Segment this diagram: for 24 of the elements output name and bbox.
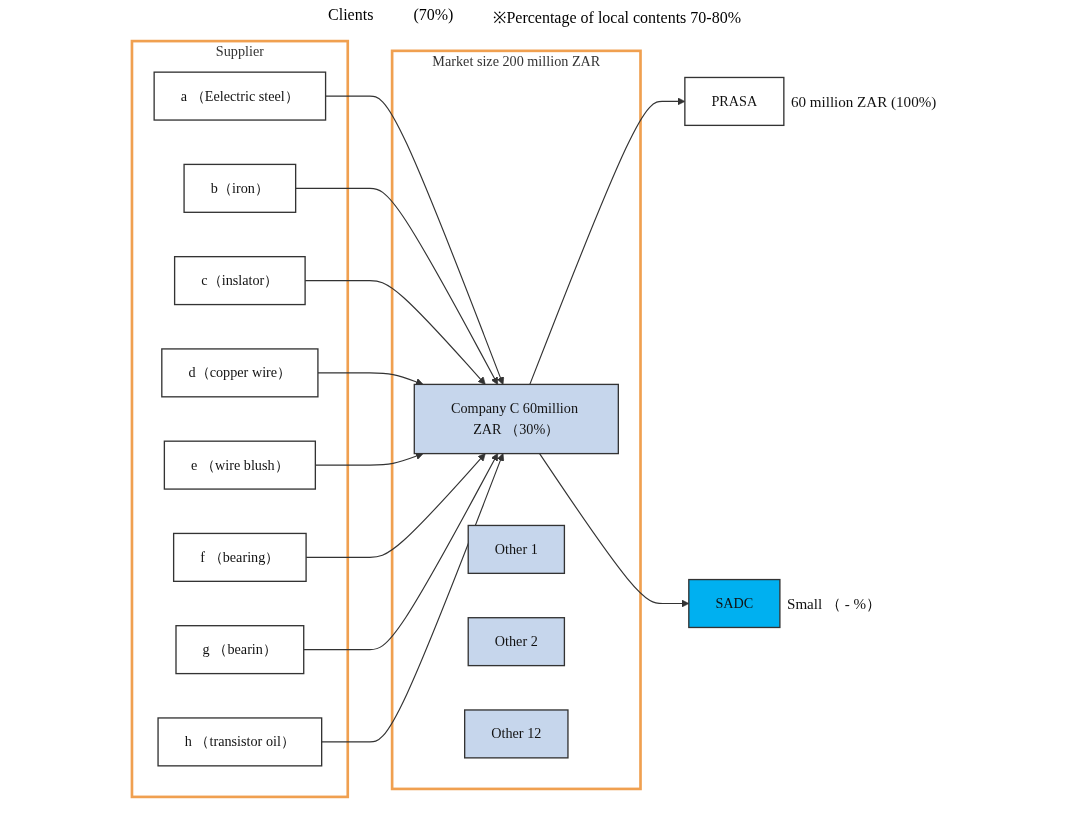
value-note: Small （ - %） bbox=[786, 595, 881, 612]
node-box: PRASA bbox=[683, 76, 784, 127]
arrow bbox=[305, 453, 486, 558]
node-box: Other 2 bbox=[467, 617, 565, 667]
node-box: Other 12 bbox=[463, 709, 569, 759]
arrow bbox=[314, 452, 423, 466]
node-box: b（iron） bbox=[182, 163, 296, 213]
node-box: f （bearing） bbox=[172, 532, 307, 582]
node-box: e （wire blush） bbox=[163, 440, 316, 490]
note-text: Clients bbox=[328, 6, 374, 25]
node-box: g （bearin） bbox=[174, 625, 304, 675]
note-text: (70%) bbox=[413, 6, 454, 26]
node-box: SADC bbox=[687, 578, 781, 629]
node-box: Company C 60million ZAR （30%） bbox=[413, 383, 619, 455]
arrow bbox=[304, 280, 486, 385]
arrow bbox=[528, 97, 685, 385]
note-text: ※Percentage of local contents 70-80% bbox=[493, 8, 741, 28]
node-box: c（inslator） bbox=[173, 256, 306, 306]
node-box: h （transistor oil） bbox=[156, 717, 322, 767]
node-box: a （Eelectric steel） bbox=[152, 71, 326, 121]
node-box: d（copper wire） bbox=[160, 348, 319, 398]
arrow bbox=[538, 453, 689, 608]
node-box: Other 1 bbox=[467, 524, 565, 574]
value-note: 60 million ZAR (100%) bbox=[790, 93, 936, 110]
